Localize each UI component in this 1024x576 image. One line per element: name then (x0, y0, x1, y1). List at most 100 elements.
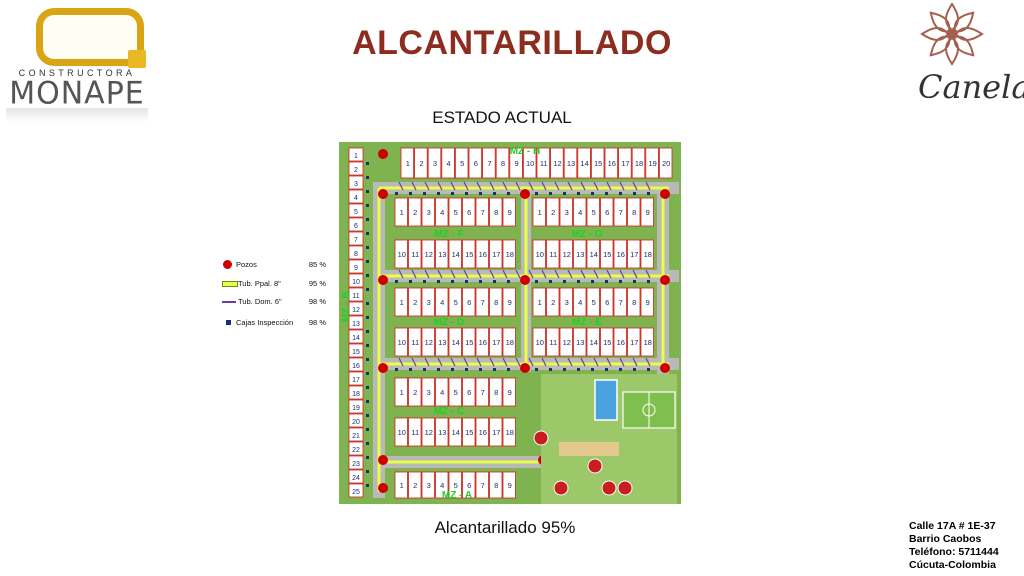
page-subtitle: ESTADO ACTUAL (432, 108, 572, 127)
contact-phone: Teléfono: 5711444 (909, 546, 999, 558)
star-anise-icon (920, 2, 984, 66)
lot-number: 14 (352, 335, 360, 342)
domestic-pipe (593, 269, 599, 279)
lot-number: 7 (354, 237, 358, 244)
lot-number: 4 (440, 388, 444, 397)
tree (601, 480, 617, 496)
lot (394, 471, 408, 499)
lot-number: 16 (617, 338, 625, 347)
lot-number: 7 (619, 298, 623, 307)
lot (348, 301, 364, 316)
inspection-box-icon (226, 320, 231, 325)
lot (586, 287, 600, 317)
inspection-box (535, 368, 538, 371)
lot-number: 20 (662, 159, 670, 168)
domestic-pipe (398, 181, 404, 191)
lot-number: 3 (427, 481, 431, 490)
logo-reflection (6, 108, 148, 122)
inspection-box (563, 280, 566, 283)
inspection-box (423, 280, 426, 283)
lot-number: 8 (632, 208, 636, 217)
domestic-pipe (476, 269, 482, 279)
lot-number: 17 (630, 250, 638, 259)
lot (348, 427, 364, 442)
inspection-box (577, 192, 580, 195)
lot (348, 455, 364, 470)
lot-number: 13 (567, 159, 575, 168)
lot (586, 239, 600, 269)
domestic-pipe (567, 357, 573, 367)
lot-number: 15 (594, 159, 602, 168)
lot-number: 17 (492, 428, 500, 437)
lot-number: 18 (352, 391, 360, 398)
lot-number: 18 (506, 338, 514, 347)
inspection-box (647, 368, 650, 371)
lot-number: 16 (479, 338, 487, 347)
inspection-box (591, 368, 594, 371)
block-label: MZ - G (571, 229, 602, 240)
logo-frame-shape (36, 8, 146, 68)
lot-number: 6 (354, 223, 358, 230)
lot (448, 417, 462, 447)
lot (408, 377, 422, 407)
lot-number: 15 (603, 338, 611, 347)
inspection-box (437, 280, 440, 283)
lot (573, 327, 587, 357)
lot (394, 377, 408, 407)
lot-number: 17 (492, 250, 500, 259)
lot-number: 3 (565, 208, 569, 217)
domestic-pipe (554, 269, 560, 279)
inspection-box (423, 192, 426, 195)
lot-number: 16 (608, 159, 616, 168)
lot (421, 471, 435, 499)
inspection-box (437, 192, 440, 195)
inspection-box (366, 218, 369, 221)
inspection-box (409, 280, 412, 283)
lot (586, 197, 600, 227)
lot (640, 197, 654, 227)
lot (600, 197, 614, 227)
domestic-pipe (528, 357, 534, 367)
lot (348, 203, 364, 218)
inspection-box (549, 368, 552, 371)
lot-number: 15 (465, 428, 473, 437)
lot (489, 417, 503, 447)
lot-number: 12 (563, 338, 571, 347)
domestic-pipe (424, 181, 430, 191)
lot (563, 147, 578, 179)
manhole (378, 275, 388, 285)
lot-number: 11 (540, 159, 548, 168)
lot (394, 197, 408, 227)
lot-number: 5 (592, 298, 596, 307)
domestic-pipe (593, 357, 599, 367)
pool (594, 379, 618, 421)
lot (475, 197, 489, 227)
lot-number: 3 (427, 298, 431, 307)
lot (559, 239, 573, 269)
block-label: MZ - D (434, 317, 465, 328)
lot-number: 1 (354, 153, 358, 160)
lot (559, 287, 573, 317)
lot-number: 19 (352, 405, 360, 412)
inspection-box (366, 414, 369, 417)
lot (348, 343, 364, 358)
lot-number: 8 (494, 208, 498, 217)
inspection-box (507, 192, 510, 195)
lot-number: 6 (467, 298, 471, 307)
inspection-box (409, 368, 412, 371)
inspection-box (493, 192, 496, 195)
domestic-pipe (606, 269, 612, 279)
inspection-box (366, 456, 369, 459)
lot-number: 8 (354, 251, 358, 258)
lot (348, 231, 364, 246)
lot (348, 357, 364, 372)
lot (421, 417, 435, 447)
domestic-pipe (463, 269, 469, 279)
lot (489, 377, 503, 407)
lot-number: 25 (352, 489, 360, 496)
legend-value: 95 % (308, 279, 326, 288)
lot (348, 259, 364, 274)
lot (435, 239, 449, 269)
lot-number: 6 (605, 298, 609, 307)
